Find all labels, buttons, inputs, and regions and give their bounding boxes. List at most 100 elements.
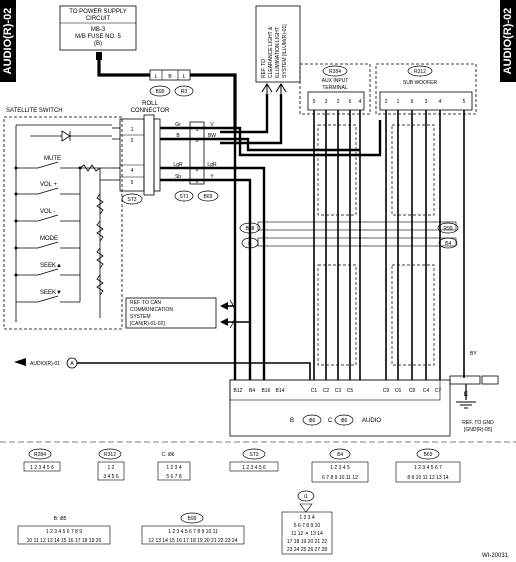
legend-i1: i1 1 2 3 4 5 6 7 8 9 10 11 12 ✕ 13 14 17… <box>281 490 333 555</box>
shield-lines <box>317 124 435 366</box>
audio-i85: i86 <box>309 418 316 424</box>
svg-text:1 2 3 4 5 6: 1 2 3 4 5 6 <box>242 465 266 471</box>
svg-text:2: 2 <box>385 99 388 105</box>
illumination-ref: REF. TO CLEARANCE LIGHT & ILLUMINATION L… <box>255 5 301 94</box>
audio-ref-label: AUDIO(R)-01 <box>30 361 60 367</box>
label-volup: VOL + <box>40 182 57 188</box>
gnd-by: BY <box>470 351 477 357</box>
svg-text:6: 6 <box>411 99 414 105</box>
roll-connector: ROLL CONNECTOR 1 2 4 5 ST3 <box>119 101 170 205</box>
illum-line2: CLEARANCE LIGHT & <box>268 26 274 78</box>
mid-connector-row: B38 i1 R99 i54 <box>239 221 459 249</box>
label-seekup: SEEK▲ <box>40 263 62 269</box>
svg-text:1 2 3 4: 1 2 3 4 <box>166 465 182 471</box>
audio-c: C <box>328 418 333 424</box>
svg-text:5 6 7 8: 5 6 7 8 <box>166 474 182 480</box>
legend-r284: R284 1 2 3 4 5 6 <box>23 448 61 472</box>
audio-b: B <box>290 418 294 424</box>
gnd-line2: [GND(R)-05] <box>464 427 493 433</box>
svg-text:3 4 5 6: 3 4 5 6 <box>103 474 119 480</box>
legend-r312-label: R312 <box>104 452 116 458</box>
sub-woofer: R312 SUB WOOFER 2 1 6 3 4 5 <box>375 63 477 115</box>
label-voldown: VOL - <box>40 209 55 215</box>
legend-i86-label: C: i86 <box>161 452 174 458</box>
legend-b69-label: B69 <box>424 452 433 458</box>
legend-i1-label: i1 <box>304 494 308 500</box>
wire-b: B <box>176 133 180 139</box>
svg-text:3: 3 <box>196 138 199 144</box>
power-line2: CIRCUIT <box>86 16 111 22</box>
conn-b99-label: B99 <box>156 89 165 95</box>
power-line4: M/B FUSE NO. 5 <box>75 34 121 40</box>
can-line4: [CAN(R)-01-02] <box>130 321 165 327</box>
gnd-letter: E <box>464 392 468 398</box>
legend-st3-label: ST3 <box>249 452 258 458</box>
conn-r3-label: R3 <box>181 89 188 95</box>
svg-text:12 13 14 15 16 17 18 19 20 21: 12 13 14 15 16 17 18 19 20 21 22 23 24 <box>149 538 238 544</box>
svg-text:B12: B12 <box>234 388 243 394</box>
can-ref: REF. TO CAN COMMUNICATION SYSTEM [CAN(R)… <box>125 297 250 329</box>
svg-text:5: 5 <box>463 99 466 105</box>
legend-i85-label: B: i85 <box>54 516 67 522</box>
wire-y: Y <box>210 174 214 180</box>
svg-text:C8: C8 <box>409 388 416 394</box>
legend-b99: B99 1 2 3 4 5 6 7 8 9 10 11 12 13 14 15 … <box>141 512 245 545</box>
svg-text:10 11 12 13 14 15 16 17 18 19: 10 11 12 13 14 15 16 17 18 19 20 <box>27 538 102 544</box>
wires-roll-to-harness: Gr B LgR Sb 1 3 8 9 V BW LgR Y ST1 B69 <box>112 121 220 202</box>
svg-text:1 2 3 4 5 6 7 8 9: 1 2 3 4 5 6 7 8 9 <box>46 529 82 535</box>
roll-st3: ST3 <box>127 197 136 203</box>
harness-wires <box>220 120 382 380</box>
legend-st3: ST3 1 2 3 4 5 6 <box>229 448 279 472</box>
svg-text:C7: C7 <box>435 388 442 394</box>
can-line2: COMMUNICATION <box>130 307 173 313</box>
svg-text:5 6 7 8 9 10: 5 6 7 8 9 10 <box>294 523 321 529</box>
svg-text:2: 2 <box>337 99 340 105</box>
legend-i54: i54 1 2 3 4 5 6 7 8 9 10 11 12 <box>311 448 369 483</box>
mid-i1: i1 <box>248 241 252 247</box>
doc-id: WI-20031 <box>482 553 509 559</box>
svg-text:C6: C6 <box>395 388 402 394</box>
svg-text:6 7 8 9 10 11 12: 6 7 8 9 10 11 12 <box>322 475 358 481</box>
legend-i86: C: i86 1 2 3 4 5 6 7 8 <box>157 452 191 481</box>
roll-line2: CONNECTOR <box>131 108 170 114</box>
legend-r284-label: R284 <box>34 452 46 458</box>
svg-text:4: 4 <box>359 99 362 105</box>
wire-v: V <box>210 122 214 128</box>
svg-text:1: 1 <box>397 99 400 105</box>
inline-connector-b99-r3: L B L B99 R3 <box>149 69 194 97</box>
legend-i54-label: i54 <box>337 452 344 458</box>
label-seekdown: SEEK▼ <box>40 290 62 296</box>
power-line5: (B) <box>94 41 102 47</box>
legend-b69: B69 1 2 3 4 5 6 7 8 9 10 11 12 13 14 <box>395 448 461 483</box>
svg-text:1 2 3 4 5: 1 2 3 4 5 <box>330 465 350 471</box>
svg-text:17 18 19 20 21 22: 17 18 19 20 21 22 <box>287 539 328 545</box>
signal-wires <box>313 110 465 380</box>
svg-text:3: 3 <box>425 99 428 105</box>
legend: R284 1 2 3 4 5 6 R312 1 2 3 4 5 6 C: i86… <box>17 448 461 555</box>
conn-l2-label: L <box>183 74 186 80</box>
svg-text:5: 5 <box>131 180 134 186</box>
audio-ref: AUDIO(R)-01 A <box>14 357 311 380</box>
satellite-title: SATELLITE SWITCH <box>6 108 63 114</box>
svg-text:5: 5 <box>313 99 316 105</box>
svg-text:1 2 3 4: 1 2 3 4 <box>299 515 315 521</box>
satellite-switch: SATELLITE SWITCH MUTE VOL + VOL - MODE S… <box>3 108 123 330</box>
label-mute: MUTE <box>44 156 61 162</box>
mid-i54: i54 <box>445 241 452 247</box>
svg-text:4: 4 <box>439 99 442 105</box>
wire-lgr: LgR <box>173 162 183 168</box>
side-banner-right: AUDIO(R)-02 <box>500 0 516 82</box>
sub-label: SUB WOOFER <box>403 80 438 86</box>
power-line1: TO POWER SUPPLY <box>69 9 126 15</box>
wire-gr: Gr <box>175 122 181 128</box>
mid-b38: B38 <box>246 226 255 232</box>
svg-text:C9: C9 <box>383 388 390 394</box>
roll-st1: ST1 <box>179 194 188 200</box>
svg-text:1 2 3 4 5 6 7 8 9 10 11: 1 2 3 4 5 6 7 8 9 10 11 <box>168 529 218 535</box>
svg-text:B14: B14 <box>276 388 285 394</box>
conn-b-label: B <box>168 74 172 80</box>
roll-b69: B69 <box>204 194 213 200</box>
svg-text:C1: C1 <box>311 388 318 394</box>
power-line3: MB-3 <box>91 27 106 33</box>
